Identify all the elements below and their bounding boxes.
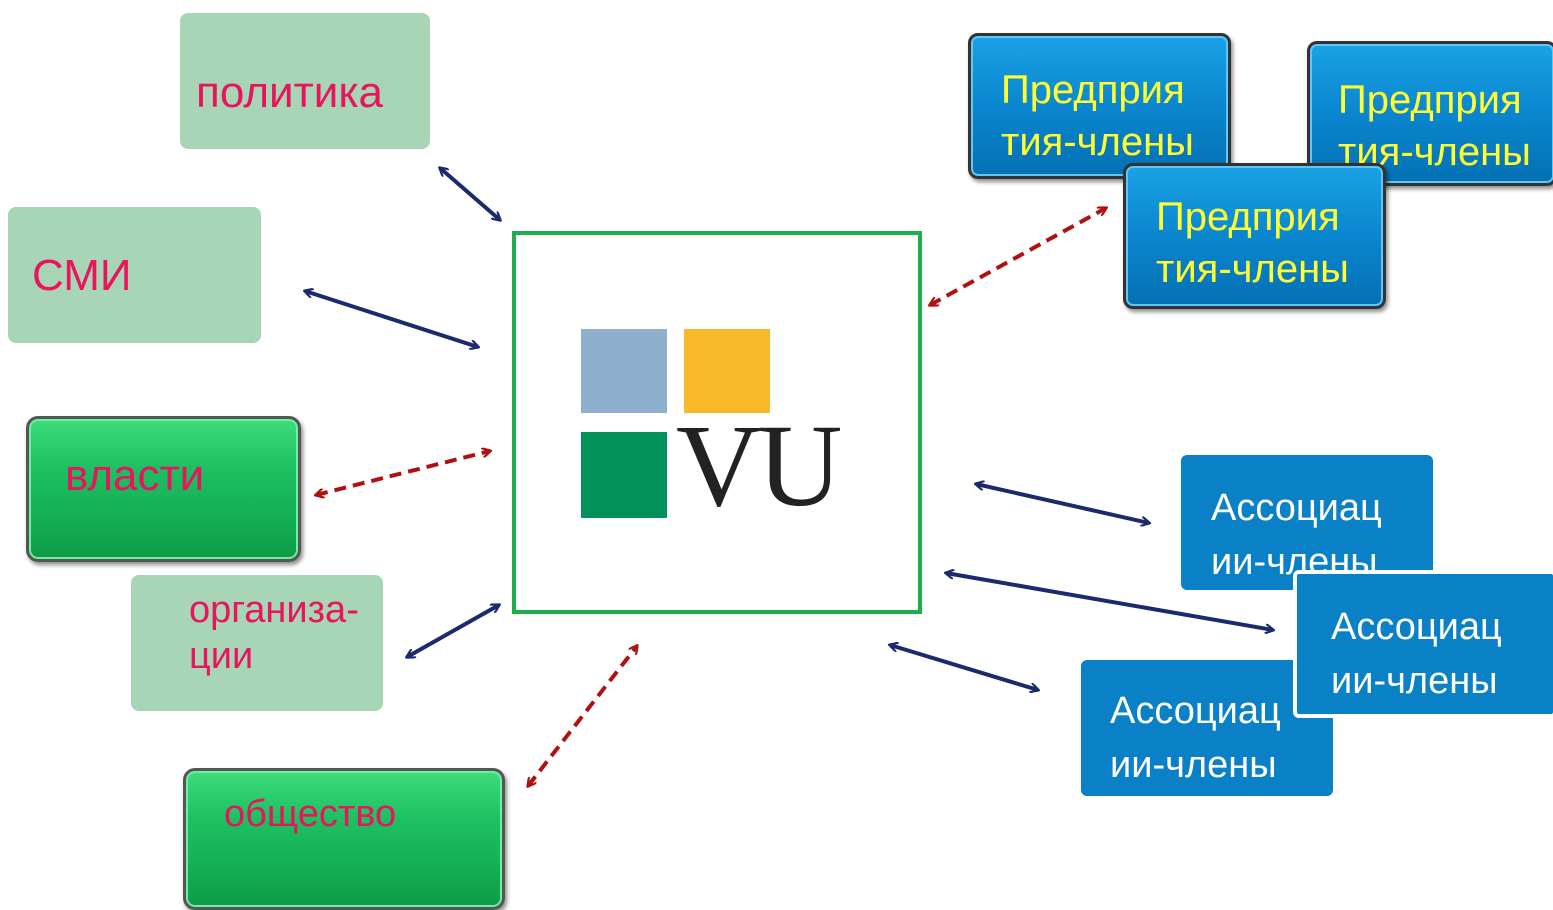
node-vlasti: власти [26, 416, 301, 562]
node-politika-label: политика [196, 68, 383, 117]
arrow-obshchestvo [528, 646, 637, 786]
node-associacii-3-label: Ассоциац ии-члены [1110, 690, 1281, 786]
node-politika: политика [180, 13, 430, 149]
node-predpriyatiya-2: Предприя тия-члены [1123, 163, 1386, 309]
node-associacii-2-label: Ассоциац ии-члены [1331, 606, 1502, 702]
node-obshchestvo: общество [183, 768, 505, 910]
node-vlasti-label: власти [65, 451, 205, 500]
node-associacii-2: Ассоциац ии-члены [1293, 570, 1553, 718]
arrow-organizacii [407, 603, 499, 659]
center-vu-box: VU [512, 231, 922, 614]
node-organizacii: организа- ции [131, 575, 383, 711]
arrow-politika [440, 168, 500, 220]
node-predpriyatiya-1: Предприя тия-члены [968, 33, 1231, 179]
arrow-vlasti [316, 451, 490, 495]
node-smi: СМИ [8, 207, 261, 343]
arrow-associacii-3 [890, 645, 1038, 690]
arrow-associacii-2 [946, 573, 1273, 630]
node-predpriyatiya-2-label: Предприя тия-члены [1156, 195, 1349, 291]
node-predpriyatiya-1-label: Предприя тия-члены [1001, 68, 1194, 164]
node-associacii-3: Ассоциац ии-члены [1081, 660, 1333, 796]
node-organizacii-label: организа- ции [189, 589, 359, 677]
logo-square-blue [581, 329, 667, 413]
logo-text: VU [676, 400, 842, 531]
node-obshchestvo-label: общество [224, 793, 397, 835]
arrow-associacii-1 [976, 484, 1149, 523]
node-predpriyatiya-3-label: Предприя тия-члены [1338, 78, 1531, 174]
node-predpriyatiya-3: Предприя тия-члены [1307, 41, 1553, 186]
arrow-smi [305, 291, 478, 347]
node-smi-label: СМИ [32, 251, 132, 300]
logo-square-green [581, 432, 667, 518]
arrow-predpriyatiya [930, 206, 1106, 307]
logo-square-yellow [684, 329, 770, 413]
